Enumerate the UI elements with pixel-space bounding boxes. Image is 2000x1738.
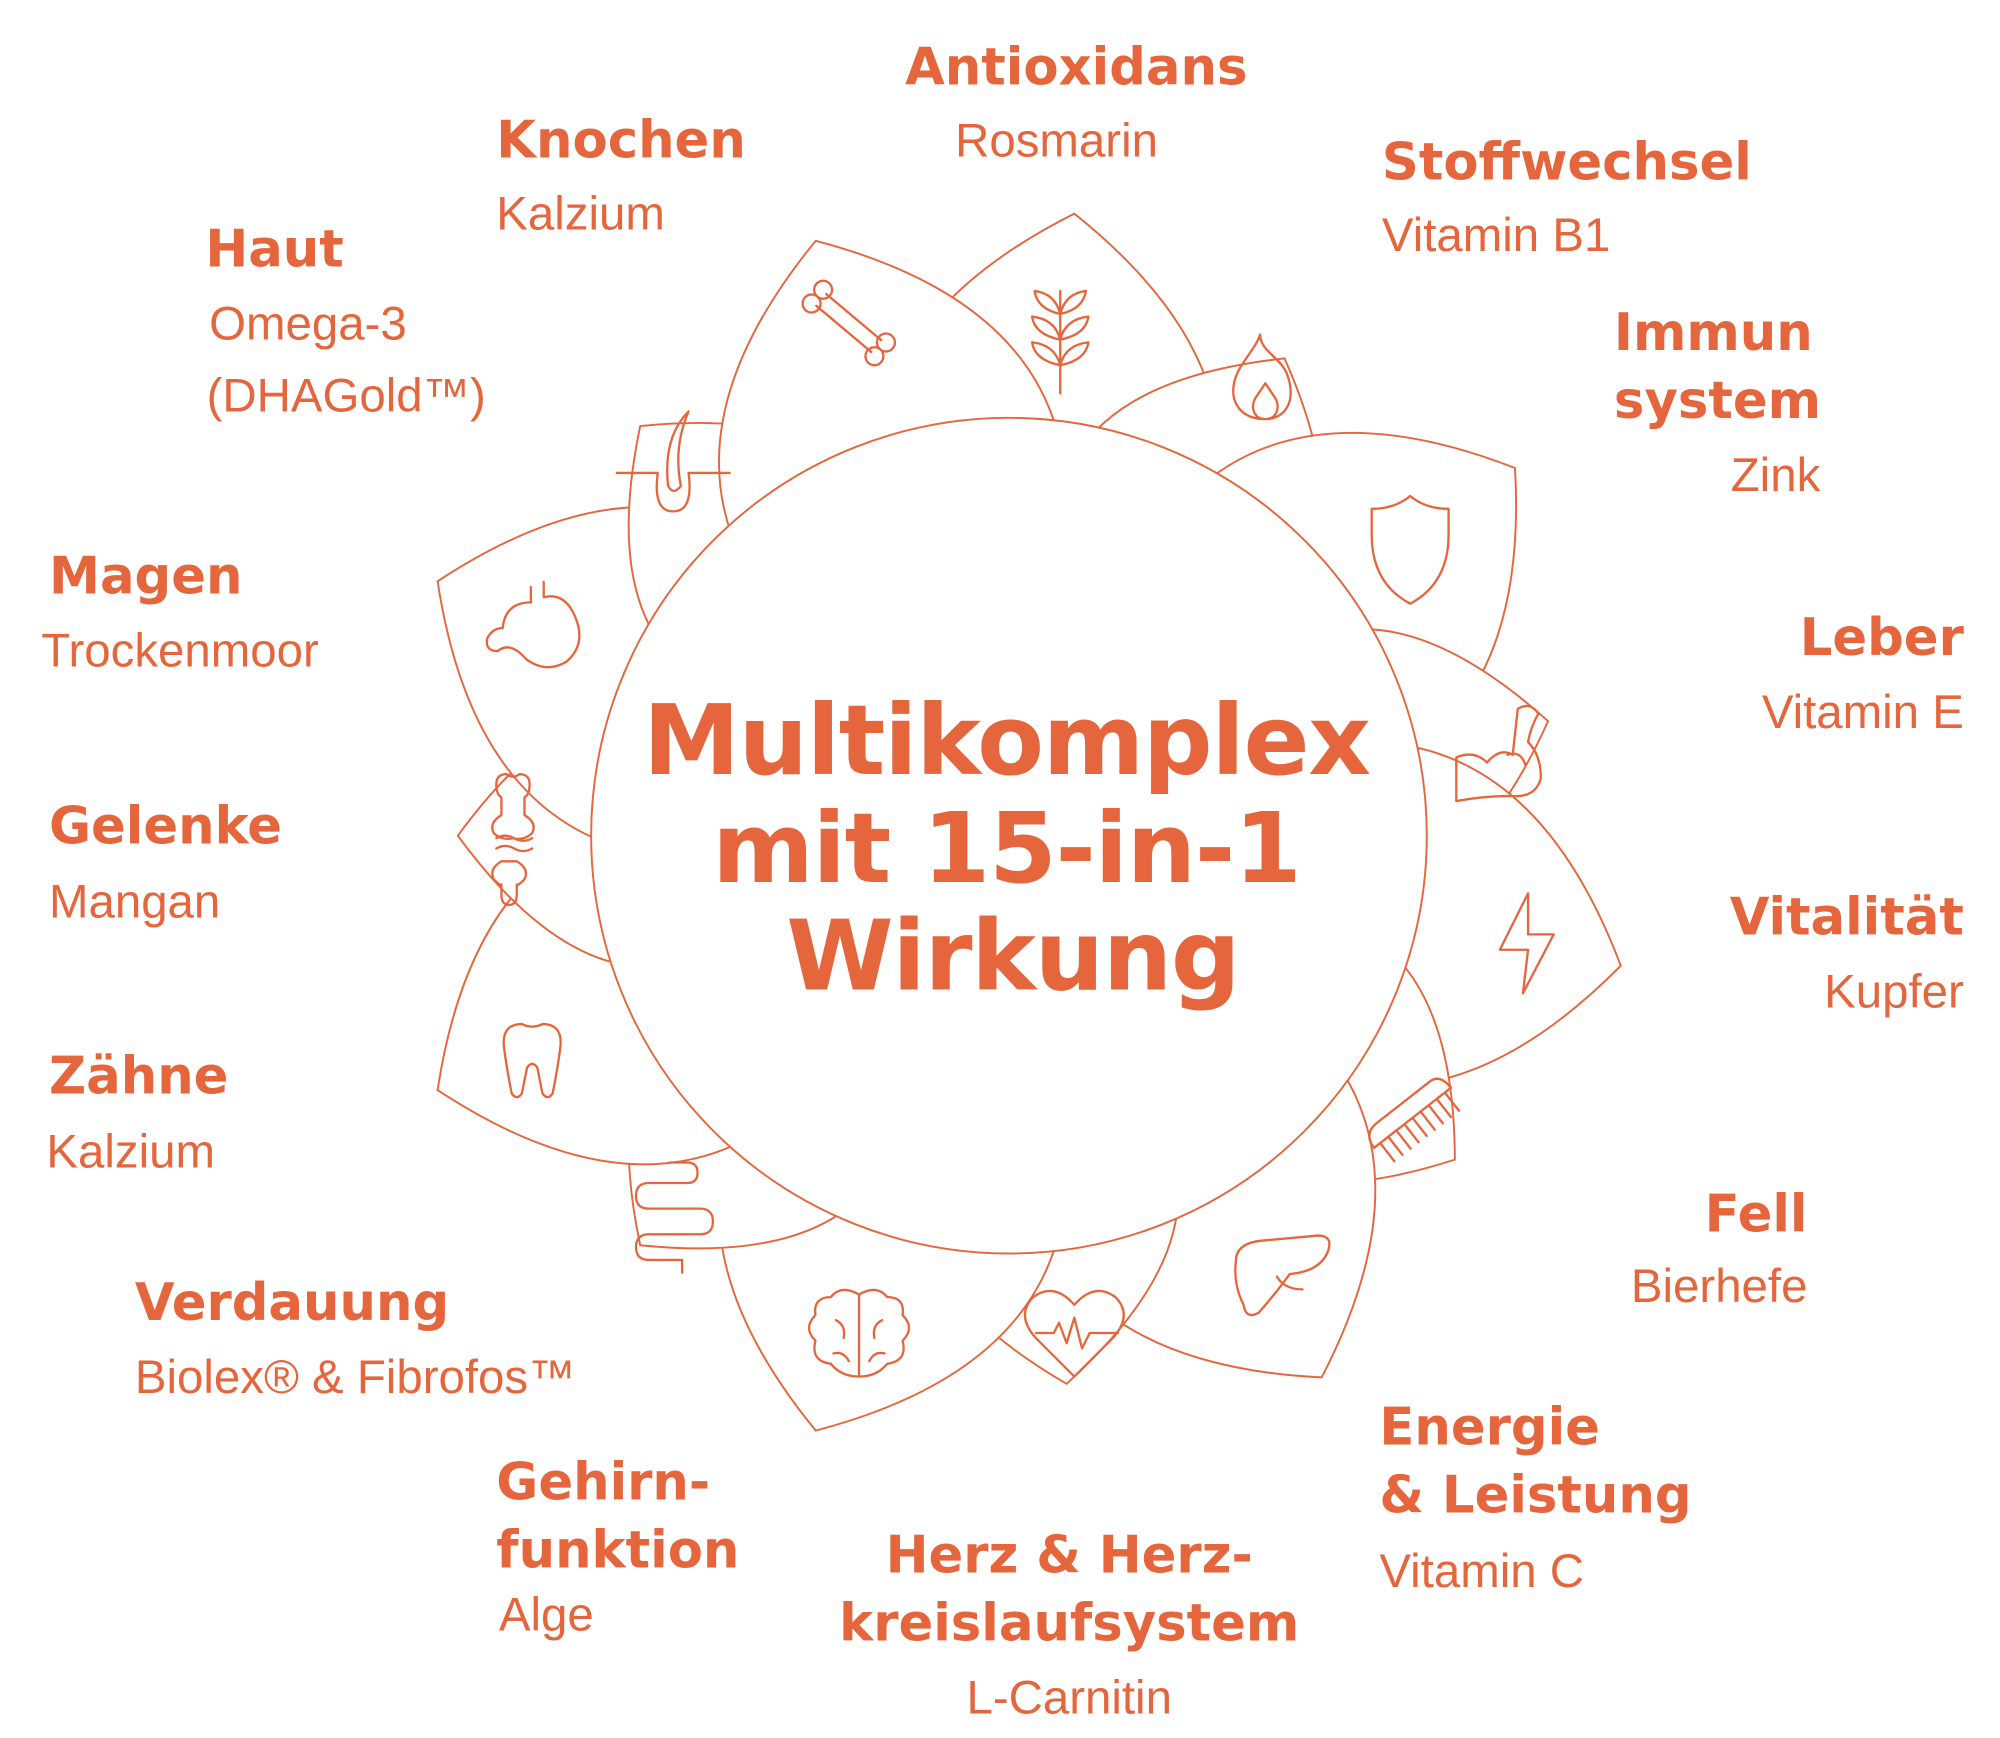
liver-icon: [1234, 1234, 1331, 1317]
benefit-magen: Magen Trockenmoor: [41, 546, 319, 677]
benefit-title: Antioxidans: [905, 38, 1247, 98]
benefit-stoffwechsel: Stoffwechsel Vitamin B1: [1382, 132, 1752, 262]
stomach-icon: [485, 580, 581, 669]
benefit-gelenke: Gelenke Mangan: [49, 796, 282, 928]
comb-icon: [1368, 1077, 1461, 1163]
flame-icon: [1232, 333, 1292, 421]
benefit-ingredient: Trockenmoor: [41, 624, 319, 677]
center-title-line2: mit 15-in-1: [712, 792, 1300, 905]
benefit-haut: Haut Omega-3 (DHAGold™): [205, 220, 486, 423]
lightning-icon: [1498, 892, 1555, 995]
benefit-herz: Herz & Herz- kreislaufsystem L-Carnitin: [839, 1526, 1299, 1725]
benefit-ingredient: Bierhefe: [1631, 1260, 1808, 1313]
benefit-title: Verdauung: [135, 1273, 449, 1333]
hair-follicle-icon: [615, 410, 731, 513]
brain-icon: [807, 1288, 911, 1378]
benefit-title: Magen: [49, 546, 243, 606]
benefit-title: Leber: [1800, 608, 1965, 668]
tooth-icon: [502, 1022, 562, 1099]
heart-pulse-icon: [1023, 1289, 1125, 1378]
benefit-ingredient: Zink: [1731, 449, 1821, 502]
benefit-leber: Leber Vitamin E: [1762, 608, 1965, 739]
benefit-title-line2: system: [1614, 371, 1821, 431]
benefit-fell: Fell Bierhefe: [1631, 1185, 1808, 1313]
benefit-knochen: Knochen Kalzium: [496, 111, 746, 241]
shield-icon: [1370, 494, 1450, 605]
benefit-ingredient: Rosmarin: [955, 114, 1158, 167]
benefit-ingredient: Omega-3: [209, 298, 407, 351]
benefit-title-line2: kreislaufsystem: [839, 1594, 1299, 1654]
benefit-antioxidans: Antioxidans Rosmarin: [905, 38, 1247, 168]
benefit-ingredient: Vitamin E: [1762, 686, 1964, 739]
benefit-zaehne: Zähne Kalzium: [46, 1046, 228, 1178]
benefit-ingredient: Kalzium: [46, 1126, 215, 1179]
benefit-ingredient: Mangan: [49, 876, 220, 929]
joint-icon: [491, 772, 535, 907]
center-title-line1: Multikomplex: [643, 684, 1370, 797]
benefit-title: Vitalität: [1730, 887, 1964, 947]
benefit-verdauung: Verdauung Biolex® & Fibrofos™: [135, 1273, 576, 1404]
benefit-ingredient: Kalzium: [496, 187, 665, 240]
benefit-ingredient-note: (DHAGold™): [207, 369, 486, 422]
benefit-title: Gelenke: [49, 796, 282, 856]
benefit-ingredient: Vitamin C: [1379, 1545, 1584, 1598]
benefit-ingredient: Vitamin B1: [1382, 209, 1610, 262]
benefit-energie: Energie & Leistung Vitamin C: [1379, 1397, 1691, 1597]
intestine-icon: [634, 1161, 715, 1274]
benefit-ingredient: Kupfer: [1824, 965, 1964, 1018]
benefit-vitalitaet: Vitalität Kupfer: [1730, 887, 1964, 1018]
benefit-ingredient: L-Carnitin: [966, 1672, 1172, 1725]
benefit-title-line2: funktion: [496, 1521, 739, 1581]
muscle-icon: [1455, 704, 1543, 803]
benefit-title-line1: Gehirn-: [496, 1453, 710, 1513]
benefit-title-line1: Energie: [1379, 1397, 1600, 1457]
benefit-ingredient: Biolex® & Fibrofos™: [135, 1351, 576, 1404]
benefit-title: Fell: [1705, 1185, 1808, 1245]
center-circle: [590, 416, 1428, 1255]
benefit-title: Knochen: [496, 111, 746, 171]
bone-icon: [801, 279, 897, 367]
benefit-title: Zähne: [49, 1046, 228, 1106]
benefit-immunsystem: Immun system Zink: [1614, 303, 1821, 502]
plant-icon: [1030, 289, 1090, 395]
benefit-ingredient: Alge: [499, 1588, 594, 1641]
benefit-title-line1: Herz & Herz-: [886, 1526, 1253, 1586]
benefit-title: Haut: [205, 220, 343, 280]
benefit-gehirn: Gehirn- funktion Alge: [496, 1453, 739, 1642]
center-title-line3: Wirkung: [786, 899, 1239, 1012]
benefit-title-line1: Immun: [1614, 303, 1813, 363]
benefit-title: Stoffwechsel: [1382, 132, 1752, 192]
benefit-title-line2: & Leistung: [1379, 1465, 1691, 1525]
